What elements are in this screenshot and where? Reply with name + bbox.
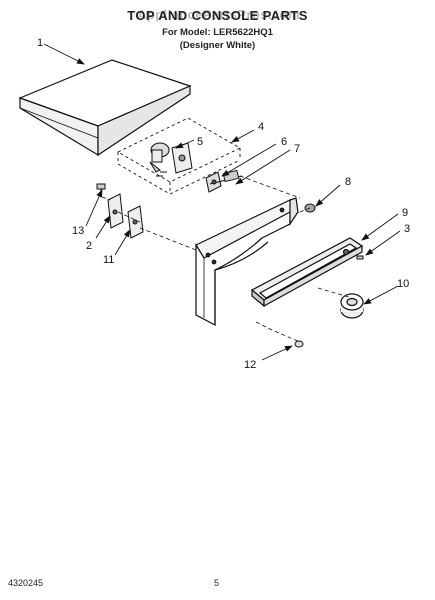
callout-10: 10 [397,278,409,290]
control-mount-box [117,117,241,195]
hinge-bracket-2 [107,193,124,229]
leader-arrows [43,43,401,361]
control-knob [340,293,364,319]
screw-13 [96,183,106,197]
callout-1: 1 [37,37,43,49]
callout-12: 12 [244,359,256,371]
callout-11: 11 [103,254,114,266]
color-line: (Designer White) [179,40,256,51]
diagram-title-text: TOP AND CONSOLE PARTS [127,8,308,23]
timer-assembly [149,142,193,177]
hinge-bracket-11 [127,205,144,239]
callout-2: 2 [86,240,92,252]
clip-3 [356,255,364,260]
mounting-bracket [205,169,243,193]
console-panel [195,197,299,326]
page-number: 5 [214,578,220,588]
assembly-guide-lines [101,175,353,343]
model-line: For Model: LER5622HQ1 [162,27,273,38]
callout-3: 3 [404,223,410,235]
plug-12 [294,340,304,348]
document-number: 4320245 [8,578,44,588]
callout-8: 8 [345,176,351,188]
watermark-text: AppliancePartsPros.com [137,7,300,22]
callout-9: 9 [402,207,408,219]
top-panel [18,59,192,157]
diagram-title: AppliancePartsPros.com TOP AND CONSOLE P… [0,7,435,23]
callout-6: 6 [281,136,287,148]
callout-13: 13 [72,225,84,237]
callout-7: 7 [294,143,300,155]
control-panel-frame [250,237,364,308]
callout-5: 5 [197,136,203,148]
callout-4: 4 [258,121,264,133]
